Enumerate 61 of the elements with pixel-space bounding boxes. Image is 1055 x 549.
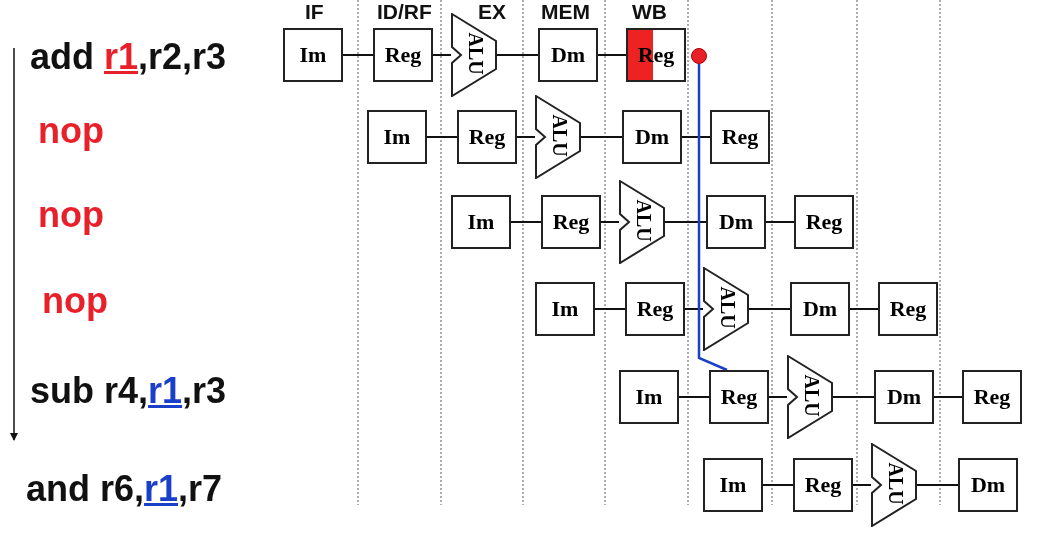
stage-box: Reg bbox=[878, 282, 938, 336]
stage-box: Im bbox=[451, 195, 511, 249]
stage-header: ID/RF bbox=[377, 0, 432, 24]
instruction-text: sub r4,r1,r3 bbox=[30, 370, 227, 412]
stage-box: Dm bbox=[706, 195, 766, 249]
stage-box: Reg bbox=[373, 28, 433, 82]
wire bbox=[597, 54, 627, 56]
stage-box: Im bbox=[703, 458, 763, 512]
wire bbox=[678, 396, 710, 398]
alu-symbol: ALU bbox=[703, 267, 749, 351]
forwarding-line bbox=[697, 64, 728, 372]
stage-box: Im bbox=[367, 110, 427, 164]
wire bbox=[600, 221, 620, 223]
stage-box: Dm bbox=[958, 458, 1018, 512]
instruction-text: add r1,r2,r3 bbox=[30, 36, 227, 78]
wire bbox=[762, 484, 794, 486]
stage-header: MEM bbox=[541, 0, 590, 24]
stage-box: Im bbox=[283, 28, 343, 82]
alu-symbol: ALU bbox=[871, 443, 917, 527]
stage-header: WB bbox=[632, 0, 667, 24]
stage-box: Dm bbox=[622, 110, 682, 164]
marker-dot bbox=[691, 48, 707, 64]
alu-symbol: ALU bbox=[787, 355, 833, 439]
alu-symbol: ALU bbox=[619, 180, 665, 264]
wire bbox=[516, 136, 536, 138]
stage-box: Dm bbox=[790, 282, 850, 336]
wire bbox=[580, 136, 623, 138]
stage-box: Reg bbox=[962, 370, 1022, 424]
wire bbox=[594, 308, 626, 310]
wire bbox=[832, 396, 875, 398]
wire bbox=[426, 136, 458, 138]
instruction-text: nop bbox=[38, 110, 104, 152]
wire bbox=[664, 221, 707, 223]
wire bbox=[849, 308, 879, 310]
stage-box: Reg bbox=[625, 282, 685, 336]
stage-box: Dm bbox=[874, 370, 934, 424]
instruction-text: nop bbox=[42, 280, 108, 322]
stage-box: Im bbox=[535, 282, 595, 336]
stage-box: Dm bbox=[538, 28, 598, 82]
wire bbox=[681, 136, 711, 138]
instruction-text: nop bbox=[38, 194, 104, 236]
stage-box: Reg bbox=[710, 110, 770, 164]
alu-symbol: ALU bbox=[535, 95, 581, 179]
wire bbox=[510, 221, 542, 223]
stage-box: Reg bbox=[457, 110, 517, 164]
wire bbox=[432, 54, 452, 56]
stage-box: Reg bbox=[793, 458, 853, 512]
wire bbox=[916, 484, 959, 486]
wire bbox=[342, 54, 374, 56]
wire bbox=[852, 484, 872, 486]
stage-box: Im bbox=[619, 370, 679, 424]
stage-box: Reg bbox=[709, 370, 769, 424]
wire bbox=[768, 396, 788, 398]
instruction-text: and r6,r1,r7 bbox=[26, 468, 223, 510]
wire bbox=[496, 54, 539, 56]
wire bbox=[933, 396, 963, 398]
stage-box: Reg bbox=[541, 195, 601, 249]
wire bbox=[748, 308, 791, 310]
wire bbox=[765, 221, 795, 223]
stage-header: IF bbox=[305, 0, 324, 24]
stage-box: Reg bbox=[794, 195, 854, 249]
